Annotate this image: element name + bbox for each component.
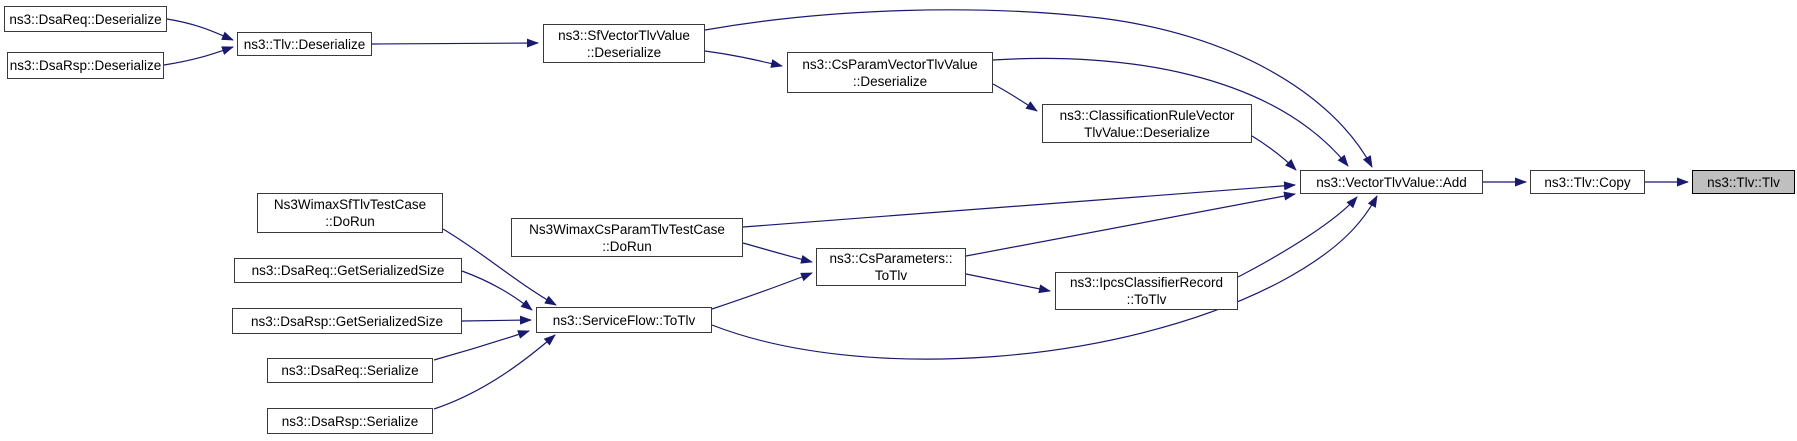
node-dsareq-serialize[interactable]: ns3::DsaReq::Serialize — [267, 358, 433, 383]
edge-dsarsp-getserializedsize-to-serviceflow-totlv — [461, 315, 532, 325]
edge-serviceflow-totlv-to-csparameters-totlv — [711, 272, 813, 310]
edge-dsarsp-serialize-to-serviceflow-totlv — [433, 334, 556, 410]
node-dsareq-getserializedsize[interactable]: ns3::DsaReq::GetSerializedSize — [234, 258, 462, 283]
node-vectortlvvalue-add[interactable]: ns3::VectorTlvValue::Add — [1300, 170, 1483, 194]
node-ns3wimaxsftlvtestcase-dorun[interactable]: Ns3WimaxSfTlvTestCase ::DoRun — [257, 193, 443, 233]
node-dsareq-deserialize[interactable]: ns3::DsaReq::Deserialize — [4, 6, 167, 32]
edge-dsarsp-deserialize-to-tlv-deserialize — [163, 46, 234, 66]
edge-dsareq-serialize-to-serviceflow-totlv — [433, 330, 530, 361]
edge-dsareq-deserialize-to-tlv-deserialize — [166, 18, 234, 41]
node-dsarsp-deserialize[interactable]: ns3::DsaRsp::Deserialize — [7, 52, 164, 79]
edge-ipcsclassifierrecord-totlv-to-vectortlvvalue-add — [1237, 196, 1358, 278]
edge-csparameters-totlv-to-ipcsclassifierrecord-totlv — [965, 273, 1051, 294]
node-tlv-copy[interactable]: ns3::Tlv::Copy — [1530, 170, 1645, 194]
edge-sfvectortlvvalue-deserialize-to-csparamvectortlvvalue-deserialize — [704, 50, 783, 68]
node-sfvectortlvvalue-deserialize[interactable]: ns3::SfVectorTlvValue ::Deserialize — [543, 24, 705, 63]
edge-ns3wimaxcsparamtlvtestcase-dorun-to-vectortlvvalue-add — [742, 181, 1296, 228]
node-dsarsp-serialize[interactable]: ns3::DsaRsp::Serialize — [267, 408, 433, 434]
edge-tlv-deserialize-to-sfvectortlvvalue-deserialize — [371, 38, 539, 48]
node-tlv-deserialize[interactable]: ns3::Tlv::Deserialize — [237, 32, 372, 56]
node-dsarsp-getserializedsize[interactable]: ns3::DsaRsp::GetSerializedSize — [232, 308, 462, 334]
node-tlv-tlv-target: ns3::Tlv::Tlv — [1692, 170, 1795, 194]
edge-serviceflow-totlv-to-vectortlvvalue-add — [711, 195, 1378, 360]
edge-ns3wimaxcsparamtlvtestcase-dorun-to-csparameters-totlv — [742, 242, 813, 264]
node-csparamvectortlvvalue-deserialize[interactable]: ns3::CsParamVectorTlvValue ::Deserialize — [787, 52, 993, 93]
edge-dsareq-getserializedsize-to-serviceflow-totlv — [461, 270, 533, 311]
node-csparameters-totlv[interactable]: ns3::CsParameters:: ToTlv — [816, 248, 966, 286]
edge-classificationrulevectortlvvalue-deserialize-to-vectortlvvalue-add — [1251, 135, 1297, 171]
node-ipcsclassifierrecord-totlv[interactable]: ns3::IpcsClassifierRecord ::ToTlv — [1055, 272, 1238, 310]
edge-csparamvectortlvvalue-deserialize-to-classificationrulevectortlvvalue-deserialize — [992, 83, 1038, 112]
node-serviceflow-totlv[interactable]: ns3::ServiceFlow::ToTlv — [536, 307, 712, 333]
edge-csparameters-totlv-to-vectortlvvalue-add — [965, 191, 1296, 257]
node-classificationrulevectortlvvalue-deserialize[interactable]: ns3::ClassificationRuleVector TlvValue::… — [1042, 104, 1252, 143]
node-ns3wimaxcsparamtlvtestcase-dorun[interactable]: Ns3WimaxCsParamTlvTestCase ::DoRun — [511, 218, 743, 257]
